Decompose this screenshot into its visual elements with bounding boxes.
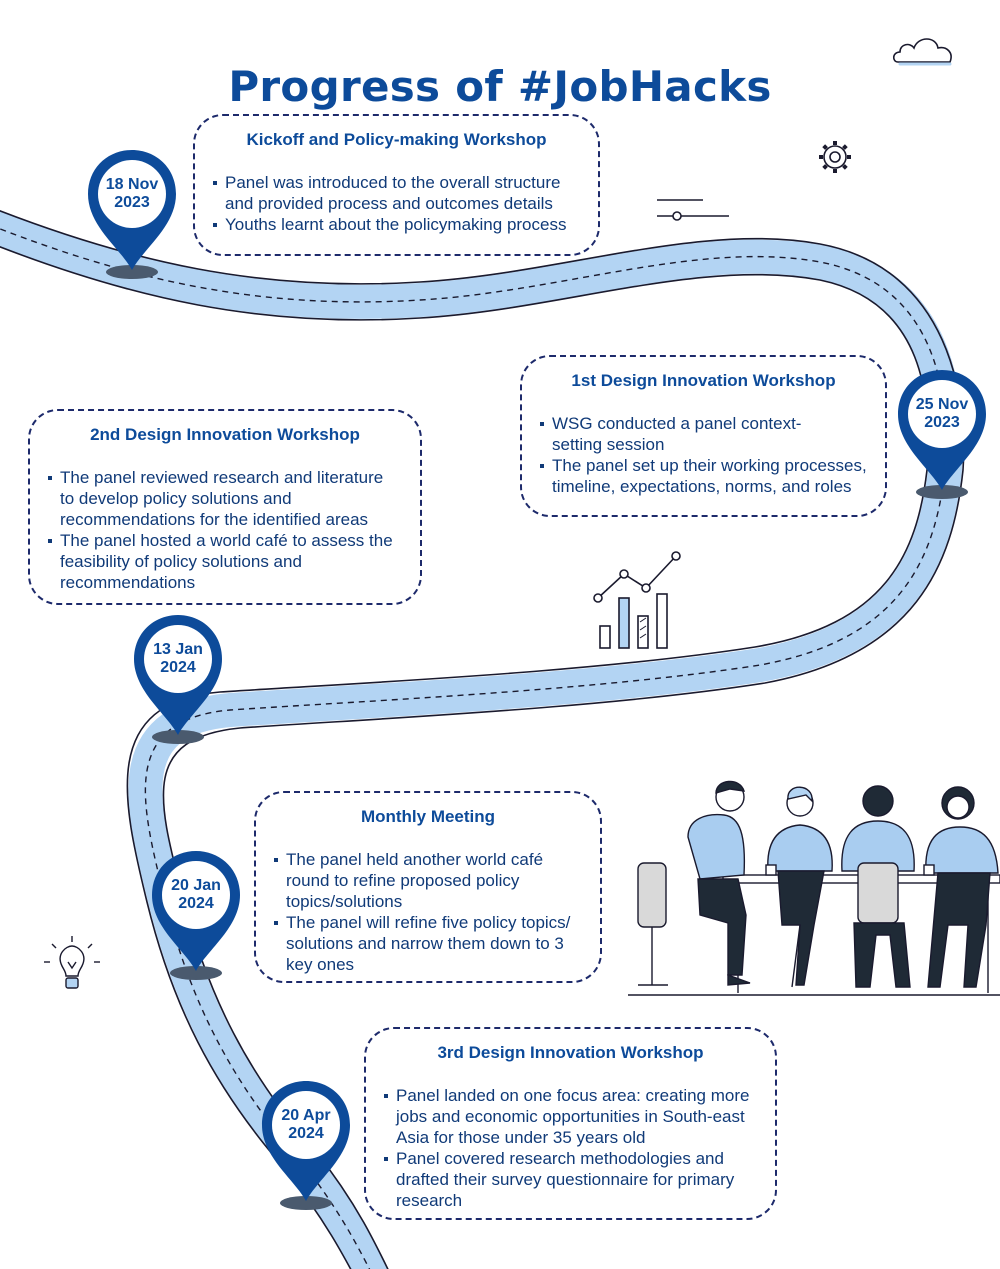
map-pin-icon <box>88 150 176 279</box>
milestone-point: Youths learnt about the policymaking pro… <box>213 214 580 235</box>
cloud-icon <box>892 38 952 66</box>
pin-date-year: 2024 <box>178 895 214 912</box>
pin-date: 18 Nov 2023 <box>86 176 178 212</box>
milestone-points: The panel held another world café round … <box>274 849 582 975</box>
pin-date-year: 2024 <box>160 659 196 676</box>
pin-date: 13 Jan 2024 <box>132 641 224 677</box>
milestone-title: Kickoff and Policy-making Workshop <box>246 130 547 149</box>
pin-date-day: 13 Jan <box>153 641 203 658</box>
pin-date: 25 Nov 2023 <box>896 396 988 432</box>
road-edge-outer <box>0 210 965 1269</box>
milestone-card-1: Kickoff and Policy-making Workshop Panel… <box>193 114 600 256</box>
date-pin-3: 13 Jan 2024 <box>132 613 224 745</box>
milestone-point: The panel held another world café round … <box>274 849 556 912</box>
milestone-title: Monthly Meeting <box>360 807 496 826</box>
milestone-point: Panel was introduced to the overall stru… <box>213 172 580 214</box>
meeting-people-illustration <box>628 780 1000 996</box>
pin-date: 20 Jan 2024 <box>150 877 242 913</box>
milestone-point: The panel reviewed research and literatu… <box>48 467 402 530</box>
milestone-point: WSG conducted a panel context-setting se… <box>540 413 842 455</box>
milestone-title: 1st Design Innovation Workshop <box>571 371 836 390</box>
pin-date-year: 2023 <box>924 414 960 431</box>
road-center-dashes <box>0 228 947 1269</box>
milestone-point: The panel will refine five policy topics… <box>274 912 582 975</box>
milestone-title: 3rd Design Innovation Workshop <box>437 1043 704 1062</box>
pin-date-day: 20 Jan <box>171 877 221 894</box>
milestone-card-4: Monthly Meeting The panel held another w… <box>254 791 602 983</box>
pin-date-day: 20 Apr <box>281 1107 331 1124</box>
pin-date-day: 25 Nov <box>915 396 969 413</box>
milestone-point: The panel set up their working processes… <box>540 455 867 497</box>
date-pin-2: 25 Nov 2023 <box>896 368 988 500</box>
bar-chart-icon <box>593 551 681 649</box>
milestone-card-3: 2nd Design Innovation Workshop The panel… <box>28 409 422 605</box>
milestone-card-2: 1st Design Innovation Workshop WSG condu… <box>520 355 887 517</box>
slider-icon <box>657 199 729 221</box>
lightbulb-icon <box>44 936 100 989</box>
pin-date-year: 2023 <box>114 194 150 211</box>
map-pin-icon <box>152 851 240 980</box>
road-edge-inner <box>0 246 929 1269</box>
milestone-point: Panel landed on one focus area: creating… <box>384 1085 761 1148</box>
milestone-points: Panel was introduced to the overall stru… <box>213 172 580 235</box>
pin-date-day: 18 Nov <box>105 176 159 193</box>
date-pin-5: 20 Apr 2024 <box>260 1079 352 1211</box>
page-title: Progress of #JobHacks <box>228 62 772 112</box>
milestone-points: The panel reviewed research and literatu… <box>48 467 402 593</box>
milestone-point: Panel covered research methodologies and… <box>384 1148 766 1211</box>
map-pin-icon <box>134 615 222 744</box>
pin-date-year: 2024 <box>288 1125 324 1142</box>
milestone-title: 2nd Design Innovation Workshop <box>90 425 360 444</box>
pin-date: 20 Apr 2024 <box>260 1107 352 1143</box>
milestone-point: The panel hosted a world café to assess … <box>48 530 402 593</box>
date-pin-4: 20 Jan 2024 <box>150 849 242 981</box>
milestone-points: Panel landed on one focus area: creating… <box>384 1085 757 1211</box>
milestone-points: WSG conducted a panel context-setting se… <box>540 413 867 497</box>
gear-icon <box>819 141 851 173</box>
milestone-card-5: 3rd Design Innovation Workshop Panel lan… <box>364 1027 777 1220</box>
date-pin-1: 18 Nov 2023 <box>86 148 178 280</box>
map-pin-icon <box>262 1081 350 1210</box>
map-pin-icon <box>898 370 986 499</box>
